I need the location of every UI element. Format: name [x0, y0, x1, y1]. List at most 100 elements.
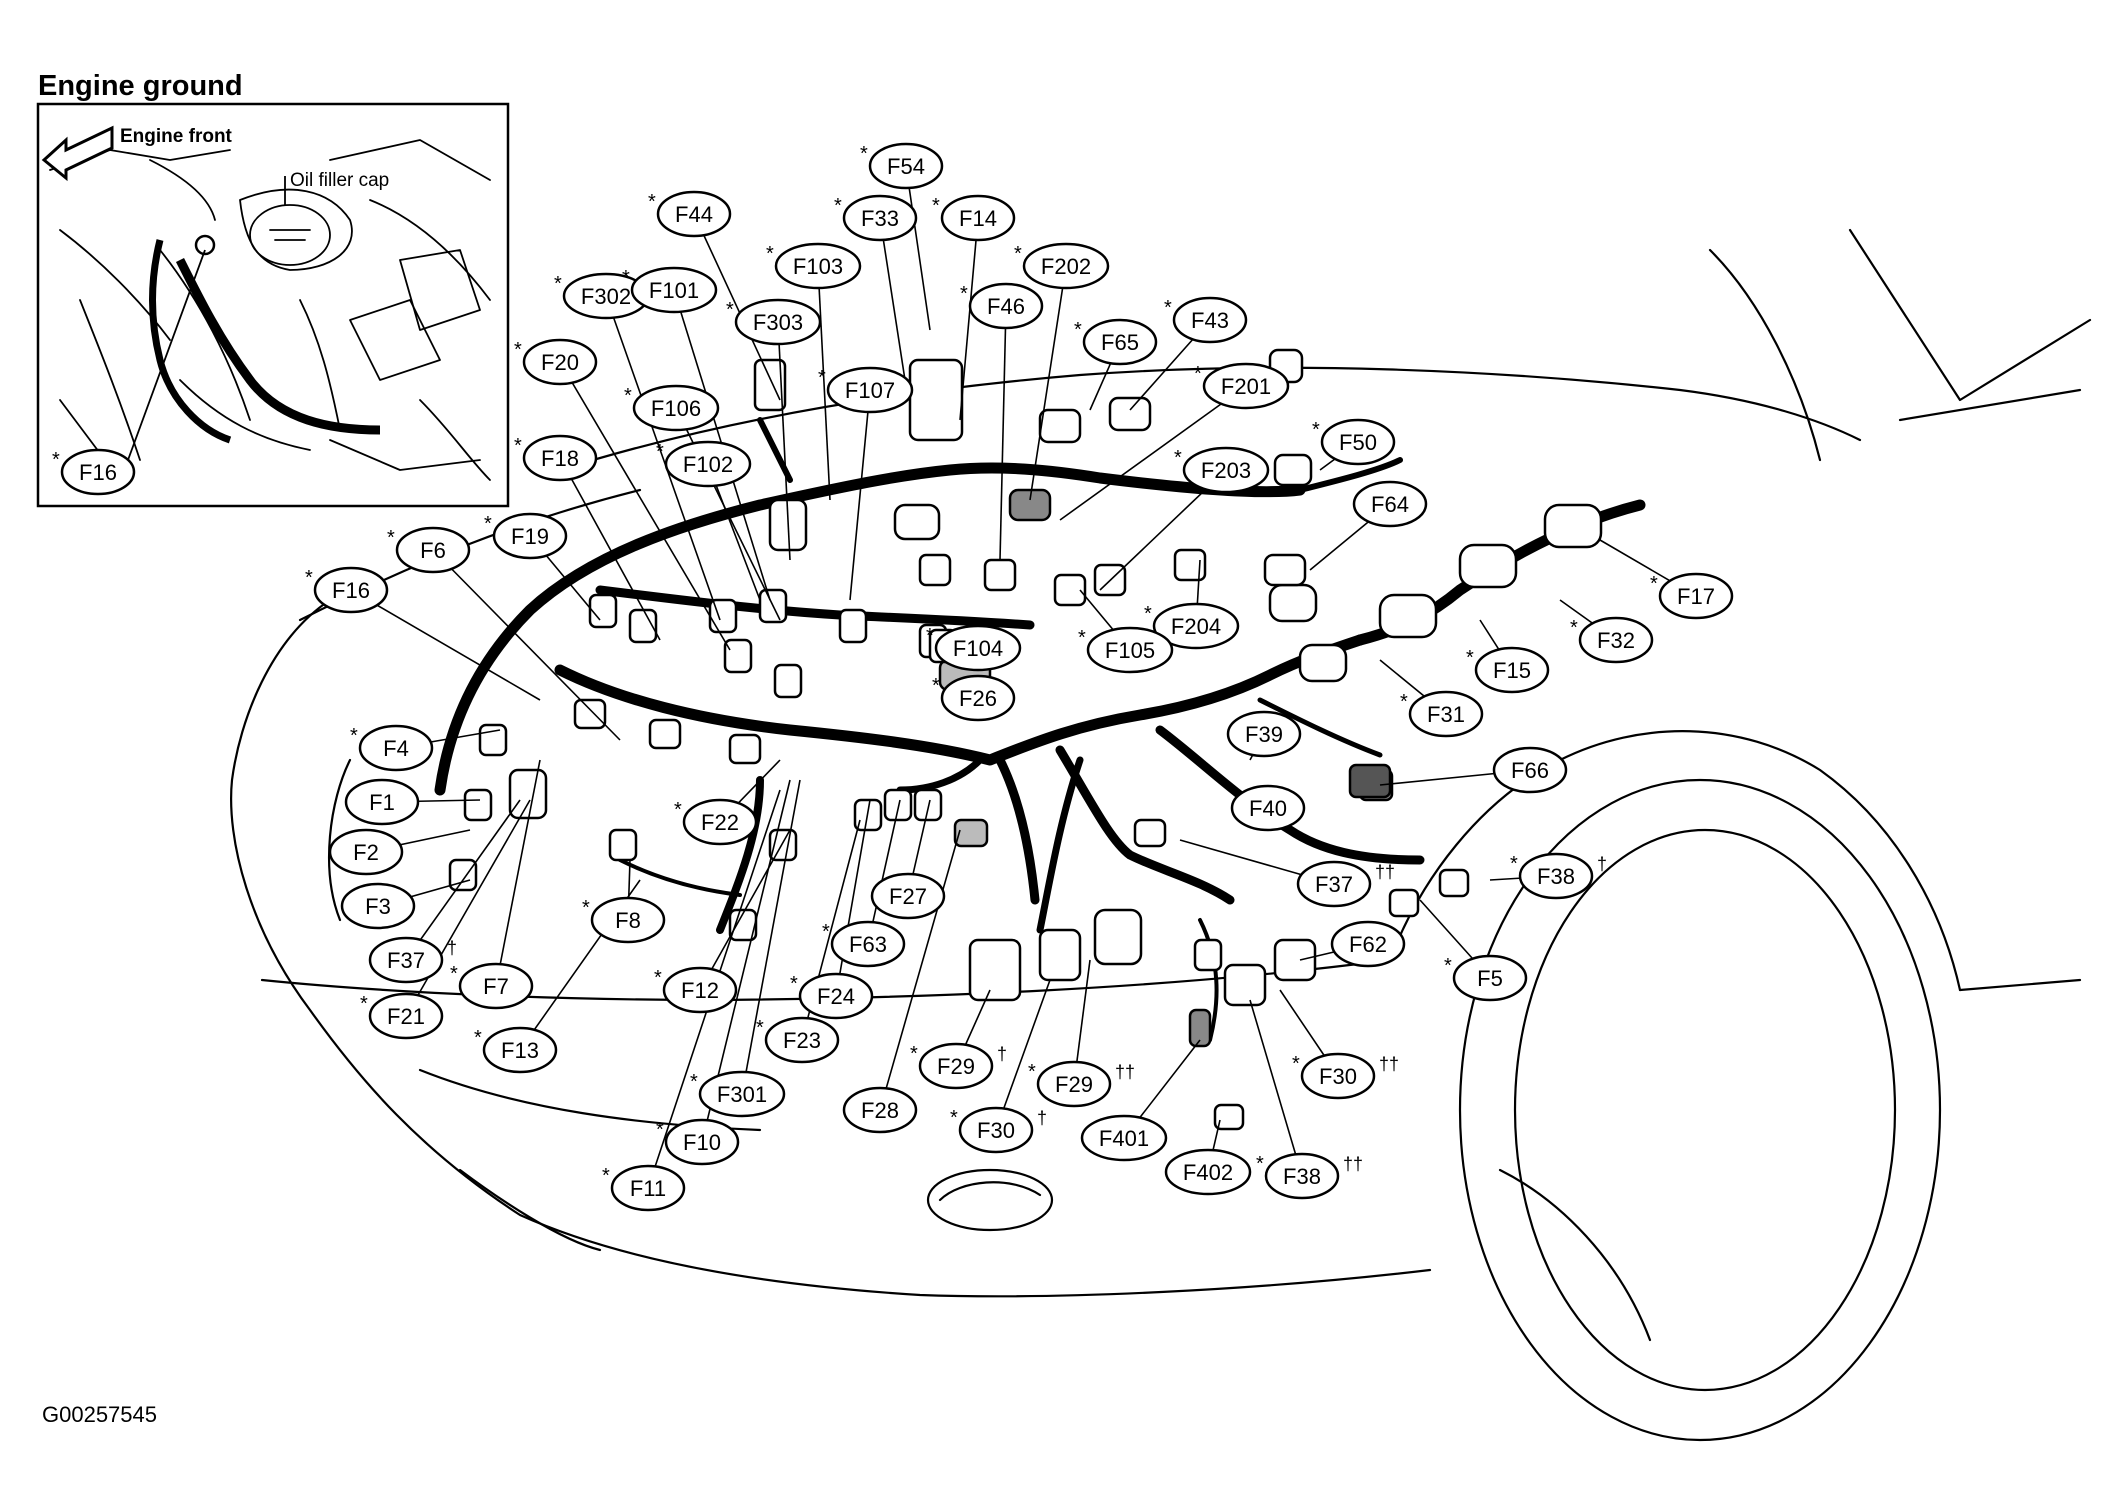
connector-shape [448, 858, 478, 892]
callout-label: F18 [541, 446, 579, 471]
callout-bubble [1352, 480, 1428, 528]
callout-star: * [450, 963, 458, 985]
callout-bubble [1658, 572, 1734, 620]
connector-shape [1133, 818, 1167, 848]
callout-bubble [764, 1016, 840, 1064]
callout-f37: F37† [368, 936, 457, 984]
callout-bubble [630, 266, 718, 314]
callout-label: F43 [1191, 308, 1229, 333]
callout-label: F107 [845, 378, 895, 403]
callout-bubble [522, 434, 598, 482]
callout-dagger: † [447, 938, 457, 958]
callout-bubble [340, 882, 416, 930]
connector-shape [648, 718, 682, 750]
connector-shape [463, 788, 493, 822]
callout-bubble [458, 962, 534, 1010]
callout-label: F401 [1099, 1126, 1149, 1151]
connector-shape [1188, 1008, 1212, 1048]
callout-star: * [350, 725, 358, 747]
callout-bubble [482, 1026, 558, 1074]
callout-dagger: † [1597, 854, 1607, 874]
callout-star: * [1312, 419, 1320, 441]
callout-star: * [690, 1071, 698, 1093]
callout-f201: F201* [1194, 362, 1290, 410]
callout-label: F40 [1249, 796, 1287, 821]
callout-dagger: † [997, 1044, 1007, 1064]
callout-f63: F63* [822, 920, 906, 968]
callout-bubble [368, 992, 444, 1040]
oil-filler-cap-label: Oil filler cap [290, 170, 389, 191]
callout-star: * [1570, 617, 1578, 639]
callout-dagger: † [1037, 1108, 1047, 1128]
callout-bubble [656, 190, 732, 238]
connector-shape [478, 723, 508, 757]
callout-star: * [818, 367, 826, 389]
callout-f46: F46* [960, 282, 1044, 330]
diagram-title: Engine ground [38, 70, 243, 102]
callout-label: F5 [1477, 966, 1503, 991]
callout-f303: F303* [726, 298, 822, 346]
callout-label: F66 [1511, 758, 1549, 783]
callout-star: * [387, 527, 395, 549]
callout-bubble [958, 1106, 1034, 1154]
leader-line [1029, 265, 1067, 501]
leader-line [1249, 999, 1303, 1177]
connector-shape [1438, 868, 1470, 898]
callout-label: F302 [581, 284, 631, 309]
callout-label: F402 [1183, 1160, 1233, 1185]
callout-label: F62 [1349, 932, 1387, 957]
callout-bubble [358, 724, 434, 772]
callout-label: F14 [959, 206, 997, 231]
callout-f64: F64 [1352, 480, 1428, 528]
callout-f29: F29*† [910, 1042, 1007, 1090]
callout-bubble [328, 828, 404, 876]
callout-bubble [940, 674, 1016, 722]
leader-line [495, 759, 541, 987]
callout-label: F203 [1201, 458, 1251, 483]
callout-bubble [968, 282, 1044, 330]
callout-star: * [1074, 319, 1082, 341]
callout-f30: F30*†† [1292, 1052, 1399, 1100]
callout-label: F10 [683, 1130, 721, 1155]
callout-bubble [395, 526, 471, 574]
callout-bubble [1452, 954, 1528, 1002]
callout-star: * [514, 339, 522, 361]
callout-f301: F301* [690, 1070, 786, 1118]
callout-star: * [654, 967, 662, 989]
callout-bubble [1330, 920, 1406, 968]
callout-label: F33 [861, 206, 899, 231]
callout-label: F201 [1221, 374, 1271, 399]
callout-f66: F66 [1492, 746, 1568, 794]
callout-star: * [950, 1107, 958, 1129]
callout-f38: F38*†† [1256, 1152, 1363, 1200]
callout-label: F39 [1245, 722, 1283, 747]
callout-bubble [868, 142, 944, 190]
callout-bubble [590, 896, 666, 944]
callout-label: F30 [977, 1118, 1015, 1143]
callout-f202: F202* [1014, 242, 1110, 290]
callout-f10: F10* [656, 1118, 740, 1166]
callout-star: * [1078, 627, 1086, 649]
callout-star: * [514, 435, 522, 457]
callout-label: F106 [651, 396, 701, 421]
callout-label: F104 [953, 636, 1003, 661]
callout-bubble [664, 1118, 740, 1166]
callout-star: * [932, 675, 940, 697]
callout-f30: F30 * † [950, 1106, 1047, 1154]
callout-f12: F12* [654, 966, 738, 1014]
connector-shape [883, 788, 913, 822]
callout-label: F37 [1315, 872, 1353, 897]
callout-star: * [360, 993, 368, 1015]
callout-bubble [1036, 1060, 1112, 1108]
callout-f44: F44* [648, 190, 732, 238]
callout-star: * [582, 897, 590, 919]
vehicle-outline [230, 228, 2092, 1442]
callout-bubble [842, 1086, 918, 1134]
callout-bubble [940, 194, 1016, 242]
callout-star: * [1444, 955, 1452, 977]
callout-f29: F29*†† [1028, 1060, 1135, 1108]
callout-star: * [1014, 243, 1022, 265]
callout-star: * [554, 273, 562, 295]
callout-star: * [624, 385, 632, 407]
callout-bubble [1022, 242, 1110, 290]
